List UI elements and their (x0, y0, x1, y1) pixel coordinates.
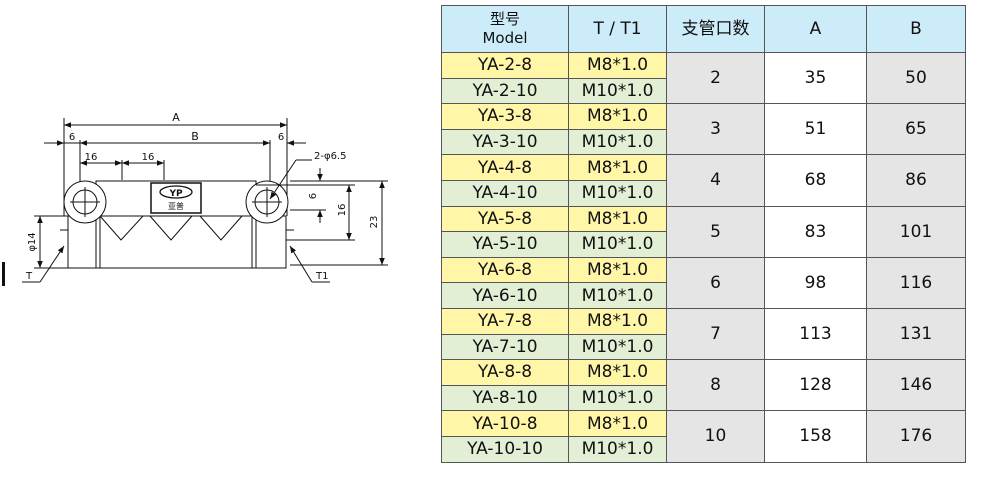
b-cell: 101 (866, 205, 966, 258)
a-cell: 98 (764, 256, 867, 309)
model-cell: YA-4-8 (441, 154, 569, 181)
table-row: YA-10-10 M10*1.0 (441, 435, 966, 463)
table-row: YA-3-10 M10*1.0 (441, 128, 966, 156)
dim-h6: 6 (308, 193, 319, 199)
thread-cell: M10*1.0 (568, 231, 667, 258)
b-cell: 86 (866, 154, 966, 207)
ports-cell: 8 (666, 359, 765, 412)
model-cell: YA-5-10 (441, 231, 569, 258)
table-row: YA-2-8 M8*1.0 2 35 50 (441, 51, 966, 105)
ports-cell: 5 (666, 205, 765, 258)
a-cell: 128 (764, 359, 867, 412)
thread-cell: M8*1.0 (568, 359, 667, 386)
model-cell: YA-8-10 (441, 384, 569, 412)
a-cell: 113 (764, 307, 867, 361)
dim-b: B (191, 130, 199, 143)
thread-cell: M8*1.0 (568, 410, 667, 437)
thread-cell: M10*1.0 (568, 384, 667, 412)
b-cell: 131 (866, 307, 966, 361)
label-t1: T1 (315, 271, 328, 282)
label-t: T (25, 271, 33, 282)
table-row: YA-7-8 M8*1.0 7 113 131 (441, 307, 966, 361)
dim-h23: 23 (369, 216, 380, 229)
dim-hole: 2-φ6.5 (314, 151, 346, 162)
spec-table: 型号 Model T / T1 支管口数 A B YA-2-8 M8*1.0 2… (441, 5, 966, 463)
thread-cell: M8*1.0 (568, 154, 667, 181)
table-row: YA-7-10 M10*1.0 (441, 333, 966, 361)
model-cell: YA-5-8 (441, 205, 569, 233)
header-a: A (764, 5, 867, 53)
thread-cell: M8*1.0 (568, 52, 667, 79)
thread-cell: M10*1.0 (568, 435, 667, 463)
header-model-cn: 型号 (489, 10, 520, 28)
thread-cell: M10*1.0 (568, 77, 667, 105)
thread-cell: M10*1.0 (568, 282, 667, 309)
model-cell: YA-8-8 (441, 359, 569, 386)
dim-left-6: 6 (69, 132, 75, 143)
b-cell: 50 (866, 51, 966, 105)
table-row: YA-6-8 M8*1.0 6 98 116 (441, 256, 966, 309)
model-cell: YA-6-8 (441, 256, 569, 284)
model-cell: YA-4-10 (441, 179, 569, 207)
table-row: YA-4-8 M8*1.0 4 68 86 (441, 154, 966, 207)
header-ports: 支管口数 (666, 5, 765, 53)
model-cell: YA-10-8 (441, 410, 569, 437)
a-cell: 68 (764, 154, 867, 207)
model-cell: YA-2-10 (441, 77, 569, 105)
ports-cell: 4 (666, 154, 765, 207)
table-row: YA-3-8 M8*1.0 3 51 65 (441, 103, 966, 156)
header-model: 型号 Model (441, 5, 569, 53)
table-row: YA-5-8 M8*1.0 5 83 101 (441, 205, 966, 258)
thread-cell: M10*1.0 (568, 179, 667, 207)
dim-h16: 16 (337, 204, 348, 217)
header-thread: T / T1 (568, 5, 667, 53)
thread-cell: M8*1.0 (568, 307, 667, 335)
dim-a: A (172, 111, 180, 124)
b-cell: 65 (866, 103, 966, 156)
a-cell: 158 (764, 410, 867, 463)
model-cell: YA-10-10 (441, 435, 569, 463)
table-row: YA-5-10 M10*1.0 (441, 231, 966, 258)
dim-pitch-16-b: 16 (142, 152, 155, 163)
table-row: YA-4-10 M10*1.0 (441, 179, 966, 207)
logo-sub: 亚普 (168, 201, 184, 211)
b-cell: 176 (866, 410, 966, 463)
model-cell: YA-2-8 (441, 52, 569, 79)
ports-cell: 6 (666, 256, 765, 309)
a-cell: 51 (764, 103, 867, 156)
thread-cell: M8*1.0 (568, 103, 667, 130)
ports-cell: 3 (666, 103, 765, 156)
a-cell: 83 (764, 205, 867, 258)
table-row: YA-8-10 M10*1.0 (441, 384, 966, 412)
ports-cell: 2 (666, 51, 765, 105)
b-cell: 116 (866, 256, 966, 309)
thread-cell: M10*1.0 (568, 128, 667, 156)
model-cell: YA-3-10 (441, 128, 569, 156)
technical-drawing: A B 6 6 16 16 2-φ6.5 6 16 23 φ14 T T1 YP… (2, 111, 388, 286)
dim-d14: φ14 (27, 232, 38, 251)
model-cell: YA-6-10 (441, 282, 569, 309)
dim-pitch-16-a: 16 (85, 152, 98, 163)
ports-cell: 7 (666, 307, 765, 361)
model-cell: YA-3-8 (441, 103, 569, 130)
thread-cell: M8*1.0 (568, 205, 667, 233)
dim-right-6: 6 (278, 132, 284, 143)
ports-cell: 10 (666, 410, 765, 463)
b-cell: 146 (866, 359, 966, 412)
table-row: YA-10-8 M8*1.0 10 158 176 (441, 410, 966, 463)
table-row: YA-8-8 M8*1.0 8 128 146 (441, 359, 966, 412)
a-cell: 35 (764, 51, 867, 105)
header-b: B (866, 5, 966, 53)
header-model-en: Model (482, 29, 528, 47)
thread-cell: M8*1.0 (568, 256, 667, 284)
table-row: YA-2-10 M10*1.0 (441, 77, 966, 105)
thread-cell: M10*1.0 (568, 333, 667, 361)
model-cell: YA-7-8 (441, 307, 569, 335)
logo-mark: YP (168, 189, 183, 199)
header-row: 型号 Model T / T1 支管口数 A B (441, 5, 966, 53)
model-cell: YA-7-10 (441, 333, 569, 361)
